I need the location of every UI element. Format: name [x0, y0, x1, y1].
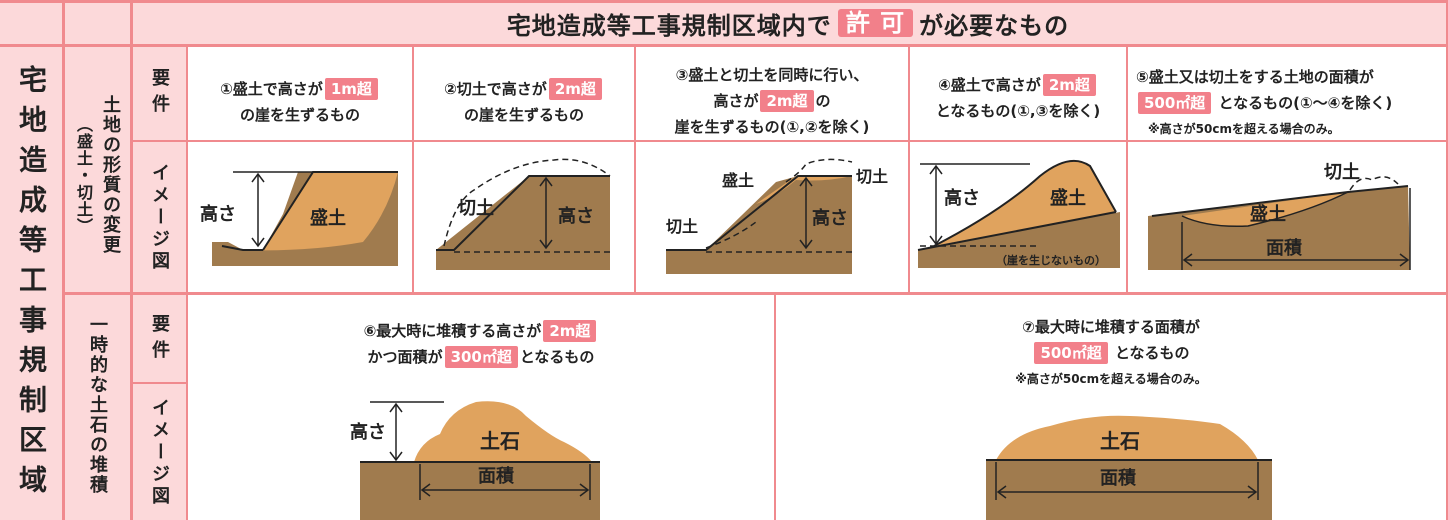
- diagram-3-height-label: 高さ: [812, 207, 848, 229]
- diagram-3: 盛土 切土 切土 高さ: [666, 158, 888, 274]
- diagram-5: 切土 盛土 面積: [1148, 162, 1411, 270]
- req-7: ⑦最大時に堆積する面積が 500㎡超 となるもの ※高さが50cmを超える場合の…: [1015, 318, 1207, 386]
- diagram-1: 高さ 盛土: [200, 171, 398, 266]
- diagram-6: 高さ 土石 面積: [350, 401, 600, 520]
- left-label-band: [0, 46, 64, 520]
- diagram-2: 切土 高さ: [436, 158, 611, 270]
- req-5: ⑤盛土又は切土をする土地の面積が 500㎡超 となるもの(①～④を除く) ※高さ…: [1136, 68, 1393, 136]
- row-label-req-b: 要件: [149, 314, 170, 366]
- diagram-4-fill-label: 盛土: [1050, 187, 1086, 209]
- diagram-6-soil-label: 土石: [480, 429, 520, 453]
- diagram-4-note: （崖を生じないもの）: [996, 253, 1106, 267]
- group-b-label: 一時的な土石の堆積: [87, 315, 108, 495]
- diagram-1-fill-label: 盛土: [310, 207, 346, 229]
- diagram-6-height-label: 高さ: [350, 421, 386, 443]
- group-a-label: 土地の形質の変更: [100, 95, 121, 255]
- diagram-7: 土石 面積: [986, 415, 1272, 520]
- diagram-7-area-label: 面積: [1100, 467, 1137, 489]
- diagram-4: 高さ 盛土 （崖を生じないもの）: [917, 159, 1120, 268]
- diagram-2-cut-label: 切土: [458, 198, 494, 219]
- region-label: 宅地造成等工事規制区域: [15, 65, 48, 505]
- header-band: [0, 0, 1448, 46]
- diagram-7-soil-label: 土石: [1100, 429, 1140, 453]
- diagram-1-height-label: 高さ: [200, 203, 236, 225]
- row-label-band: [132, 46, 186, 520]
- diagram-5-cut-label: 切土: [1324, 162, 1360, 183]
- diagram-3-cut-label-top: 切土: [856, 167, 888, 186]
- row-label-req-a: 要件: [149, 68, 170, 120]
- diagram-2-height-label: 高さ: [558, 205, 594, 227]
- diagram-6-area-label: 面積: [478, 465, 515, 487]
- group-a-sublabel: （盛土・切土）: [74, 115, 93, 235]
- diagram-5-area-label: 面積: [1266, 237, 1303, 259]
- diagram-3-fill-label: 盛土: [722, 171, 754, 190]
- row-label-img-a: イメージ図: [149, 163, 170, 273]
- diagram-4-height-label: 高さ: [944, 187, 980, 209]
- row-label-img-b: イメージ図: [149, 398, 170, 508]
- diagram-3-cut-label-bottom: 切土: [666, 217, 698, 236]
- page-title: 宅地造成等工事規制区域内で 許 可 が必要なもの: [506, 9, 1070, 40]
- permit-badge: 許 可: [837, 9, 914, 37]
- diagram-5-fill-label: 盛土: [1250, 203, 1286, 225]
- group-label-band: [64, 46, 132, 520]
